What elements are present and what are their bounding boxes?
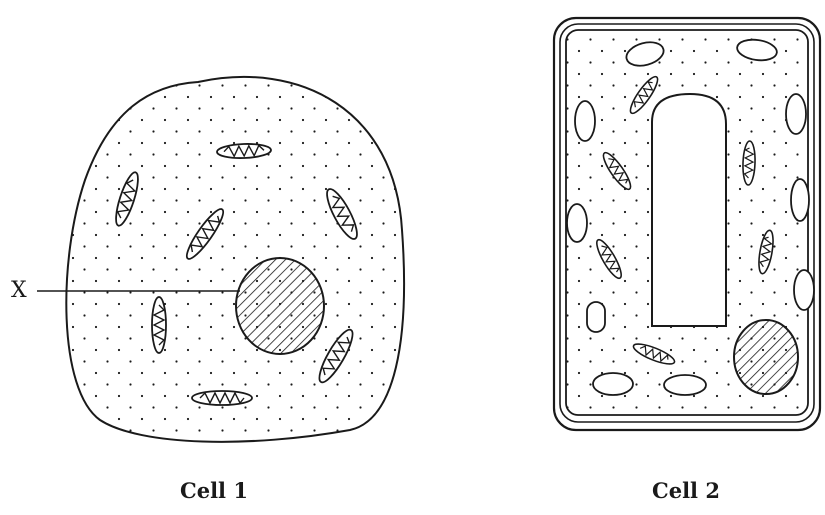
cell-2-caption: Cell 2 <box>652 478 720 503</box>
label-x: X <box>11 278 27 303</box>
cell-2-chloroplast <box>587 302 605 332</box>
cell-2 <box>554 18 820 430</box>
cell-1-caption: Cell 1 <box>180 478 248 503</box>
cell-2-chloroplast <box>593 373 633 395</box>
cell-1-mitochondrion <box>192 391 252 405</box>
cell-1-nucleus <box>236 258 324 354</box>
cell-2-chloroplast <box>791 179 809 221</box>
cell-1-mitochondrion <box>152 297 166 353</box>
cell-2-vacuole <box>652 94 726 326</box>
cell-2-chloroplast <box>567 204 587 242</box>
cell-2-chloroplast <box>786 94 806 134</box>
cell-2-nucleus <box>734 320 798 394</box>
cell-2-chloroplast <box>664 375 706 395</box>
cell-2-chloroplast <box>575 101 595 141</box>
cell-2-chloroplast <box>794 270 814 310</box>
cell-1 <box>37 60 420 460</box>
